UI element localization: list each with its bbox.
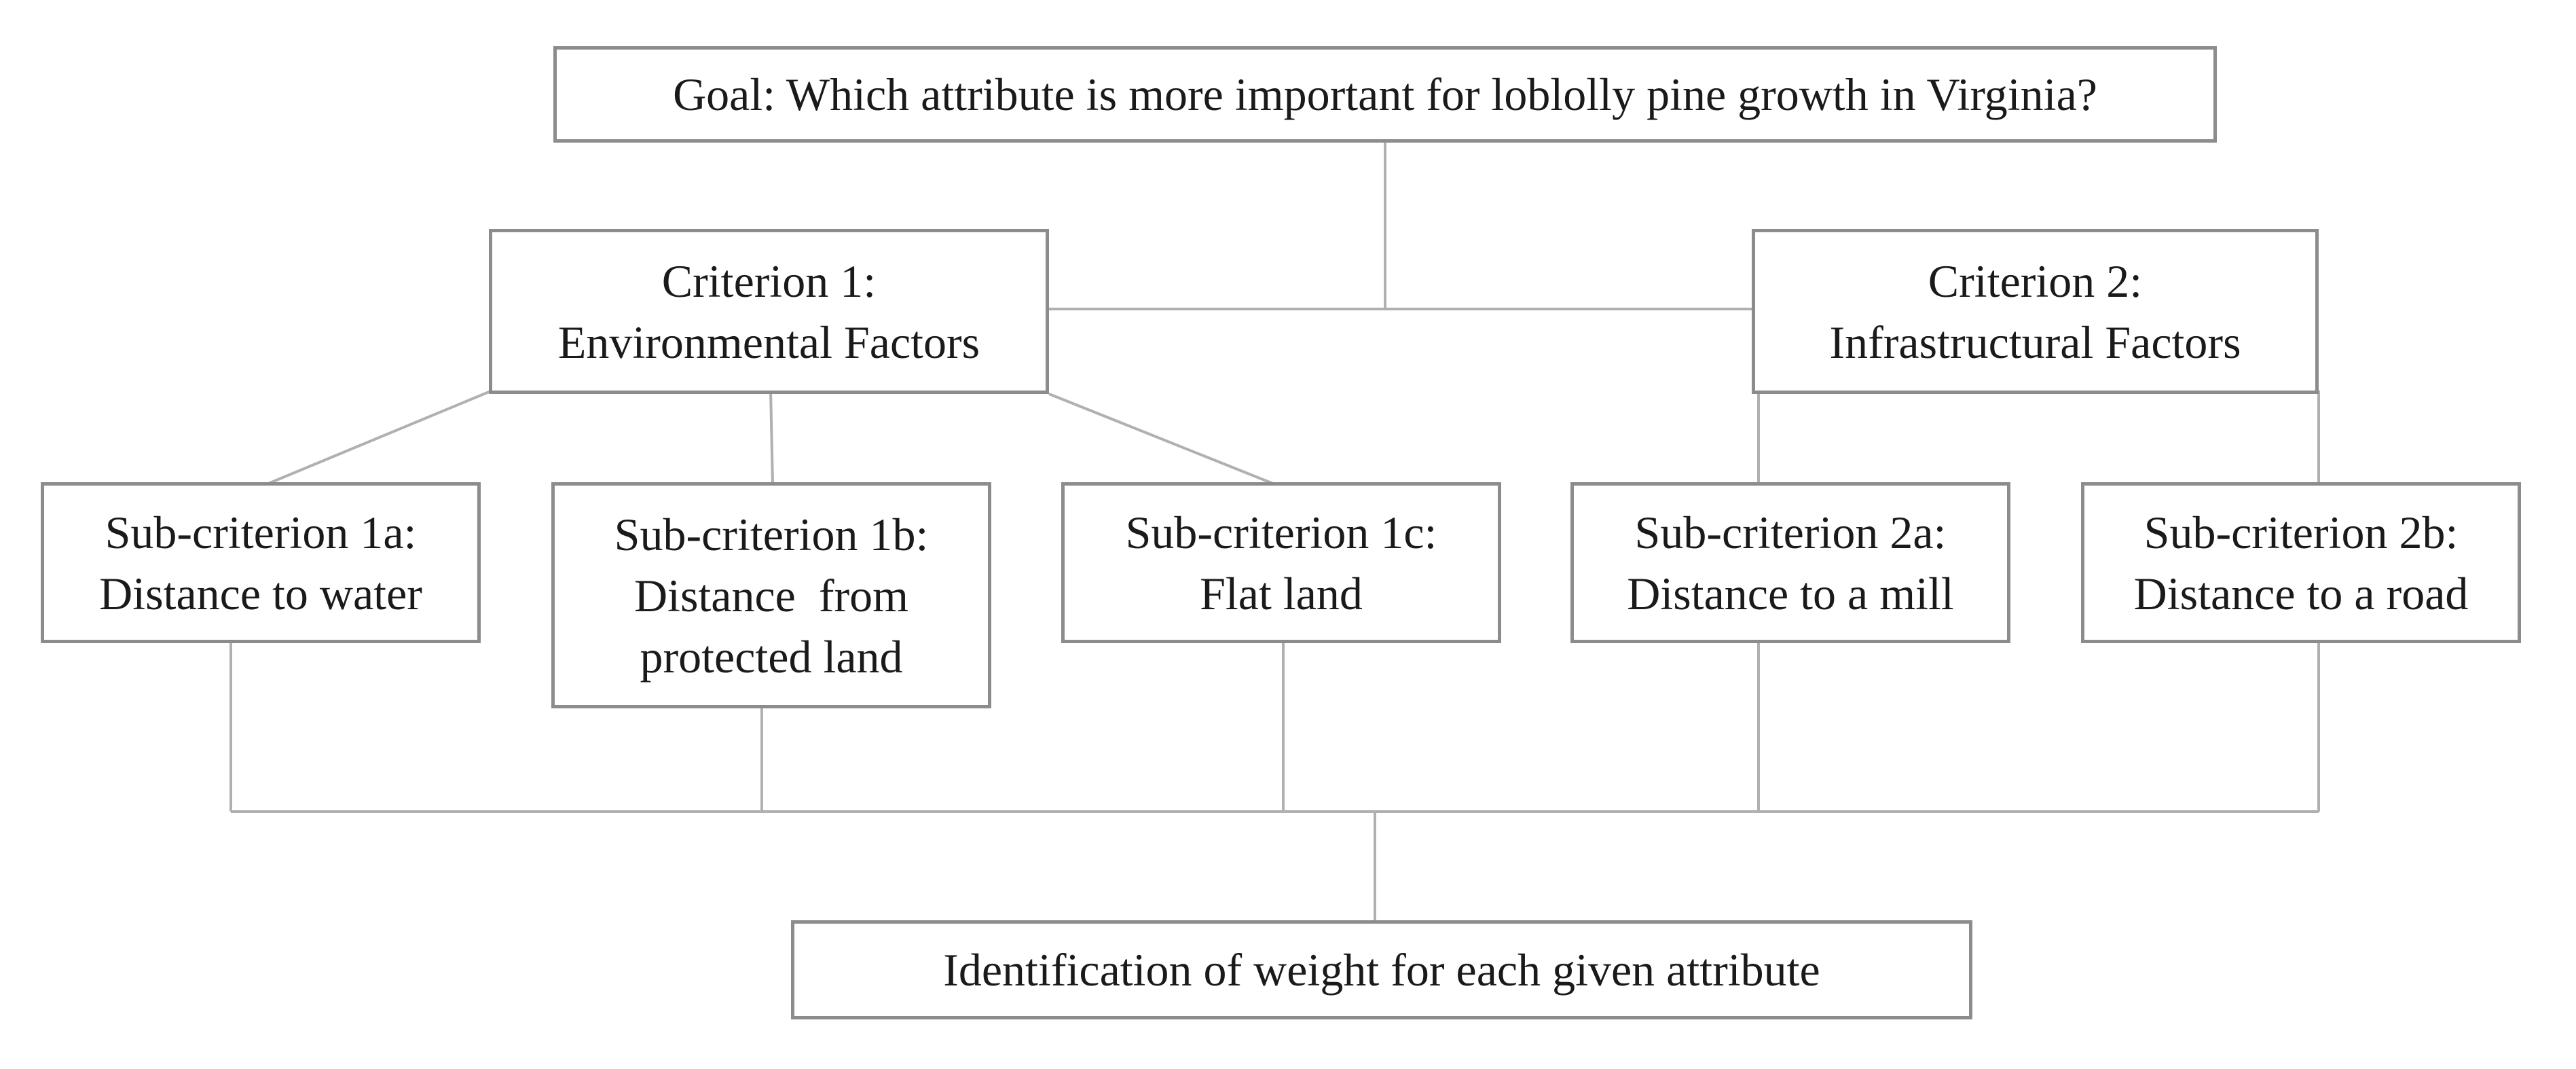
sub-criterion-1b-title: Sub-criterion 1b: bbox=[614, 508, 929, 560]
connector-c1-s1c bbox=[1048, 393, 1274, 485]
sub-criterion-1a-box: Sub-criterion 1a: Distance to water bbox=[41, 482, 481, 643]
sub-criterion-1b-box: Sub-criterion 1b: Distance from protecte… bbox=[551, 482, 991, 708]
criterion-1-title: Criterion 1: bbox=[661, 255, 877, 307]
criterion-2-label: Infrastructural Factors bbox=[1829, 316, 2241, 368]
sub-criterion-2b-box: Sub-criterion 2b: Distance to a road bbox=[2081, 482, 2521, 643]
criterion-1-box: Criterion 1: Environmental Factors bbox=[489, 229, 1049, 394]
sub-criterion-1c-label: Flat land bbox=[1200, 567, 1363, 619]
criterion-1-label: Environmental Factors bbox=[557, 316, 980, 368]
sub-criterion-2a-label: Distance to a mill bbox=[1627, 567, 1954, 619]
goal-box: Goal: Which attribute is more important … bbox=[553, 46, 2217, 143]
result-box: Identification of weight for each given … bbox=[791, 920, 1972, 1019]
connector-c1-s1b bbox=[769, 390, 774, 484]
criterion-2-box: Criterion 2: Infrastructural Factors bbox=[1752, 229, 2319, 394]
sub-criterion-2a-title: Sub-criterion 2a: bbox=[1634, 506, 1947, 558]
sub-criterion-1c-title: Sub-criterion 1c: bbox=[1125, 506, 1437, 558]
criterion-2-title: Criterion 2: bbox=[1928, 255, 2143, 307]
sub-criterion-1b-label-2: protected land bbox=[640, 630, 903, 683]
sub-criterion-2b-title: Sub-criterion 2b: bbox=[2143, 506, 2459, 558]
sub-criterion-2b-label: Distance to a road bbox=[2133, 567, 2469, 619]
result-text: Identification of weight for each given … bbox=[943, 944, 1820, 996]
connector-c1-s1a bbox=[268, 389, 493, 485]
sub-criterion-1b-label: Distance from bbox=[633, 569, 909, 621]
sub-criterion-1c-box: Sub-criterion 1c: Flat land bbox=[1061, 482, 1501, 643]
sub-criterion-1a-title: Sub-criterion 1a: bbox=[105, 506, 417, 558]
sub-criterion-1a-label: Distance to water bbox=[99, 567, 422, 619]
goal-text: Goal: Which attribute is more important … bbox=[673, 69, 2097, 120]
sub-criterion-2a-box: Sub-criterion 2a: Distance to a mill bbox=[1570, 482, 2010, 643]
